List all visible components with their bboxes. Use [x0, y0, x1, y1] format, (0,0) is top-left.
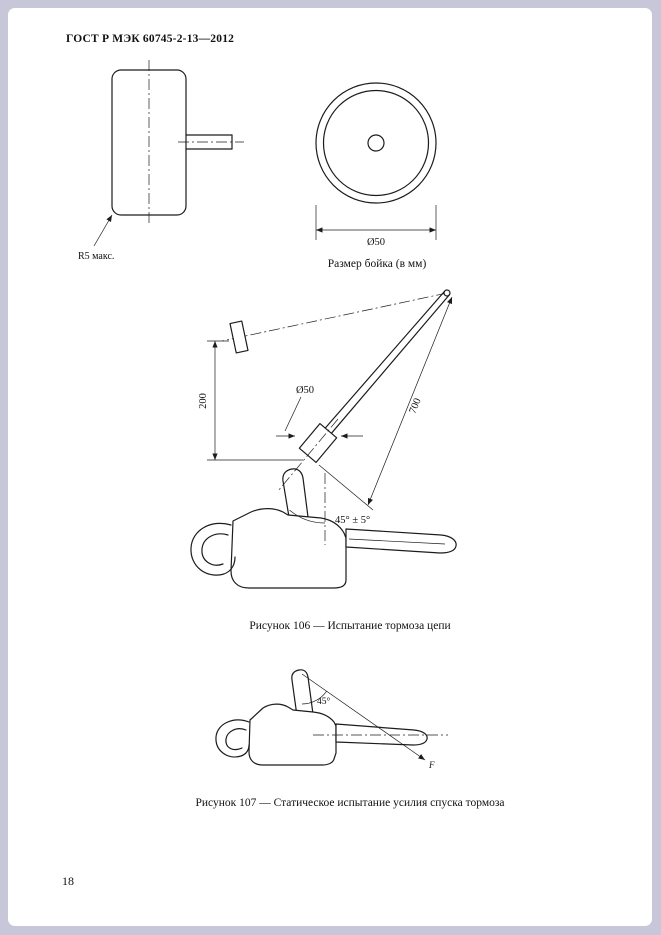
force-label: F [428, 760, 435, 770]
striker-head [298, 423, 338, 463]
release-position-centerline [221, 292, 448, 342]
striker-diameter-annotation: Ø50 [276, 385, 363, 439]
r5-label: R5 макс. [78, 251, 114, 262]
dimension-200: 200 [198, 340, 303, 461]
diameter-label: Ø50 [367, 237, 385, 248]
striker-face-circles [315, 82, 437, 204]
force-arrow [301, 673, 426, 761]
svg-text:45° ± 5°: 45° ± 5° [335, 515, 370, 526]
r5-leader-arrow [93, 214, 113, 247]
striker-shaft [185, 134, 233, 150]
impact-angle-annotation: 45° ± 5° [289, 473, 370, 545]
front-hand-guard [291, 669, 314, 717]
chainsaw-drawing [190, 468, 457, 589]
guide-bar-slot [348, 538, 446, 545]
rear-handle-inner [225, 728, 247, 751]
chainsaw-body [248, 703, 337, 766]
page-number: 18 [62, 874, 74, 888]
arm-axis-centerline [277, 418, 339, 492]
chainsaw-body [230, 508, 347, 589]
chainsaw-drawing-small [215, 669, 428, 766]
figure-106-drawing: 200 700 Ø50 45° ± 5° [190, 289, 457, 589]
guide-bar [345, 528, 457, 554]
figure-107-caption: Рисунок 107 — Статическое испытание усил… [195, 797, 505, 809]
guide-bar [335, 723, 428, 746]
striker-front-view-figure: Ø50 [315, 82, 437, 248]
angle-annotation: 45° [301, 690, 331, 707]
svg-text:200: 200 [198, 393, 209, 409]
release-position-marker [229, 320, 249, 354]
striker-side-view-figure: R5 макс. [78, 60, 244, 262]
pendulum-pivot [443, 289, 451, 297]
svg-text:45°: 45° [317, 696, 331, 707]
rear-handle-outer [215, 719, 250, 758]
figure-107-drawing: F 45° [215, 669, 448, 770]
rear-handle-outer [190, 522, 236, 576]
striker-caption: Размер бойка (в мм) [327, 258, 427, 270]
document-header: ГОСТ Р МЭК 60745-2-13—2012 [66, 33, 235, 45]
svg-text:Ø50: Ø50 [296, 385, 314, 396]
force-annotation: F [301, 673, 435, 770]
svg-text:700: 700 [408, 397, 424, 416]
diameter-dimension: Ø50 [315, 205, 437, 248]
rear-handle-inner [201, 533, 229, 566]
front-hand-guard [282, 468, 309, 518]
dimension-700: 700 [318, 296, 453, 511]
figure-106-caption: Рисунок 106 — Испытание тормоза цепи [249, 620, 451, 632]
